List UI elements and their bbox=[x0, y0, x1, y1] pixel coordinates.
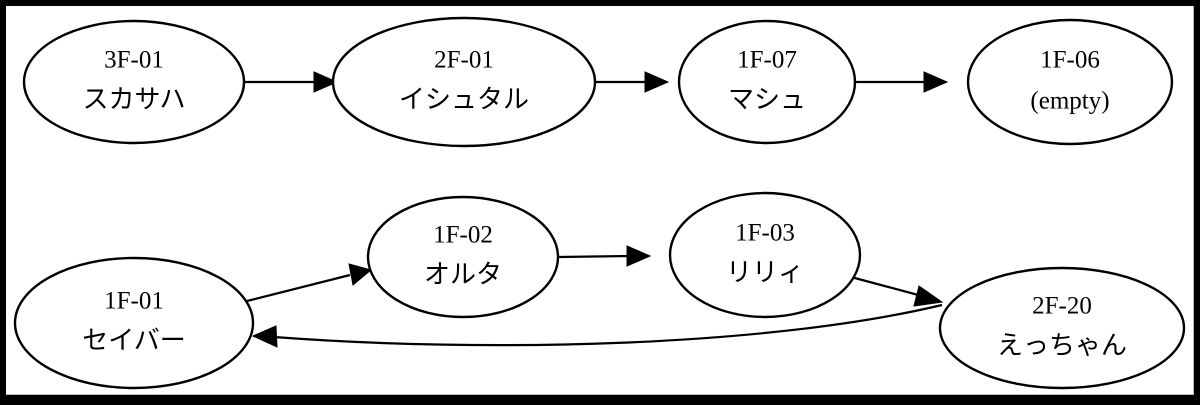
node-1F-07[interactable]: 1F-07 マシュ bbox=[677, 19, 857, 145]
graph-svg: 3F-01 スカサハ 2F-01 イシュタル 1F-07 マシュ 1F-06 (… bbox=[13, 16, 1186, 390]
node-shape[interactable] bbox=[677, 19, 857, 145]
edge-1F01-to-1F02 bbox=[246, 263, 373, 303]
edge-line bbox=[558, 254, 630, 259]
node-shape[interactable] bbox=[331, 16, 597, 148]
node-2F-01[interactable]: 2F-01 イシュタル bbox=[331, 16, 597, 148]
edge-3F01-to-2F01 bbox=[245, 71, 339, 93]
edge-line bbox=[246, 273, 351, 303]
node-name-label: (empty) bbox=[1030, 88, 1109, 115]
node-code-label: 1F-01 bbox=[104, 288, 164, 315]
node-code-label: 1F-02 bbox=[433, 222, 493, 249]
arrowhead-icon bbox=[626, 245, 652, 267]
node-2F-20[interactable]: 2F-20 えっちゃん bbox=[938, 266, 1186, 390]
node-code-label: 2F-20 bbox=[1032, 293, 1092, 320]
node-3F-01[interactable]: 3F-01 スカサハ bbox=[22, 19, 246, 145]
node-1F-02[interactable]: 1F-02 オルタ bbox=[366, 195, 560, 319]
edge-line bbox=[273, 303, 943, 347]
edge-1F03-to-2F20 bbox=[850, 275, 944, 307]
arrowhead-icon bbox=[348, 263, 373, 286]
node-code-label: 3F-01 bbox=[104, 47, 164, 74]
node-shape[interactable] bbox=[366, 195, 560, 319]
edge-2F01-to-1F07 bbox=[596, 71, 670, 93]
arrowhead-icon bbox=[313, 71, 339, 93]
node-code-label: 1F-07 bbox=[737, 47, 797, 74]
node-name-label: えっちゃん bbox=[997, 331, 1127, 360]
node-name-label: オルタ bbox=[424, 260, 502, 289]
arrowhead-icon bbox=[251, 325, 278, 348]
node-1F-06[interactable]: 1F-06 (empty) bbox=[966, 18, 1174, 146]
node-shape[interactable] bbox=[938, 266, 1186, 390]
node-code-label: 1F-06 bbox=[1040, 47, 1100, 74]
node-name-label: マシュ bbox=[728, 85, 806, 114]
node-name-label: スカサハ bbox=[83, 85, 186, 114]
edge-1F02-to-1F03 bbox=[558, 245, 652, 267]
edge-line bbox=[850, 275, 923, 298]
node-shape[interactable] bbox=[13, 256, 255, 390]
arrowhead-icon bbox=[644, 71, 670, 93]
arrowhead-icon bbox=[913, 285, 944, 307]
node-shape[interactable] bbox=[22, 19, 246, 145]
node-name-label: イシュタル bbox=[399, 85, 529, 114]
node-shape[interactable] bbox=[668, 191, 862, 319]
node-1F-01[interactable]: 1F-01 セイバー bbox=[13, 256, 255, 390]
node-name-label: セイバー bbox=[82, 326, 185, 355]
edge-1F07-to-1F06 bbox=[856, 71, 949, 93]
node-code-label: 2F-01 bbox=[434, 47, 494, 74]
arrowhead-icon bbox=[923, 71, 949, 93]
node-name-label: リリィ bbox=[726, 258, 804, 287]
node-code-label: 1F-03 bbox=[735, 220, 795, 247]
node-1F-03[interactable]: 1F-03 リリィ bbox=[668, 191, 862, 319]
node-shape[interactable] bbox=[966, 18, 1174, 146]
edge-2F20-to-1F01 bbox=[251, 303, 943, 348]
diagram-canvas: 3F-01 スカサハ 2F-01 イシュタル 1F-07 マシュ 1F-06 (… bbox=[6, 6, 1194, 395]
